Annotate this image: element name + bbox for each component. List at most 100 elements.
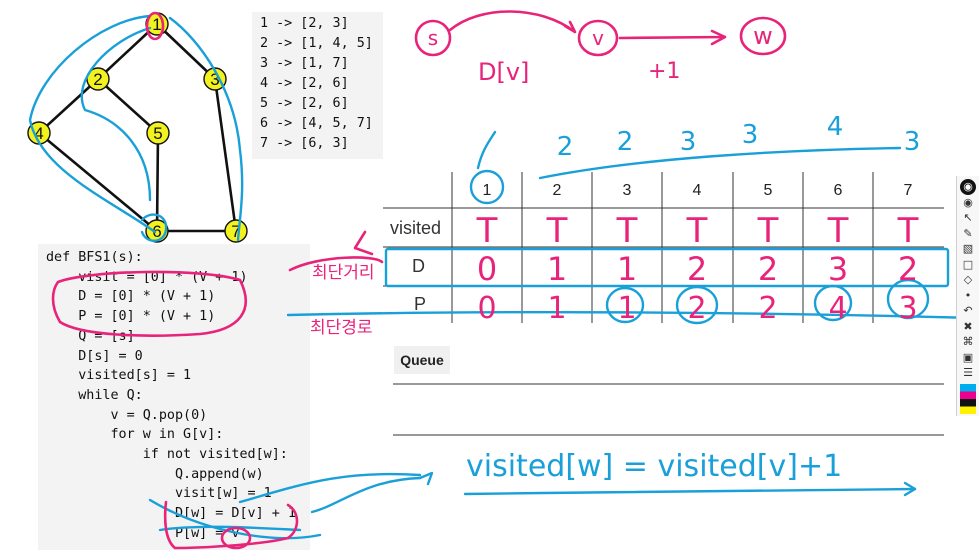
note-w: w	[753, 22, 773, 50]
note-parent: 2	[687, 291, 706, 326]
table-row-label: D	[412, 256, 425, 276]
adjacency-line: 7 -> [6, 3]	[260, 136, 349, 151]
graph-nodes: 1 2 3 4 5 6 7	[27, 12, 248, 243]
table-column-header: 5	[764, 182, 773, 199]
note-parent: 0	[477, 291, 496, 326]
note-dv: D[v]	[478, 58, 529, 86]
pink-annotations	[51, 10, 787, 550]
graph-node-label: 7	[231, 222, 240, 241]
note-depth: 3	[742, 120, 759, 150]
note-distance: 2	[898, 250, 918, 288]
note-parent: 3	[898, 291, 917, 326]
eraser-icon[interactable]: ◇	[963, 273, 973, 286]
note-depth: 3	[904, 127, 921, 157]
note-visited: T	[616, 211, 638, 251]
adjacency-list-panel: 1 -> [2, 3] 2 -> [1, 4, 5] 3 -> [1, 7] 4 ->…	[252, 12, 383, 159]
adjacency-line: 2 -> [1, 4, 5]	[260, 36, 373, 51]
code-line: def BFS1(s):	[46, 250, 143, 265]
adjacency-line: 4 -> [2, 6]	[260, 76, 349, 91]
stamp-icon[interactable]: ⌘	[962, 335, 974, 348]
adjacency-line: 6 -> [4, 5, 7]	[260, 116, 373, 131]
code-line: D[s] = 0	[46, 348, 143, 364]
adjacency-line: 3 -> [1, 7]	[260, 56, 349, 71]
graph-node-label: 4	[34, 124, 43, 143]
edge-2-4	[38, 78, 99, 134]
note-depth: 2	[557, 132, 574, 162]
note-depth: 3	[680, 127, 697, 157]
note-shortest-distance: 최단거리	[312, 263, 375, 283]
code-panel: def BFS1(s): visit = [0] * (V + 1) D = […	[38, 244, 310, 550]
table-column-header: 6	[834, 182, 843, 199]
code-line: P = [0] * (V + 1)	[46, 309, 216, 325]
logo-icon[interactable]: ◉	[960, 179, 976, 195]
graph-node-label: 2	[93, 70, 102, 89]
note-visited-formula: visited[w] = visited[v]+1	[466, 449, 842, 484]
queue-label: Queue	[394, 346, 450, 374]
note-visited: T	[827, 211, 849, 251]
edge-4-6	[38, 131, 158, 233]
blue-annotations	[28, 14, 977, 540]
adjacency-line: 1 -> [2, 3]	[260, 16, 349, 31]
undo-icon[interactable]: ↶	[963, 304, 973, 317]
pointer-icon[interactable]: ↖	[963, 211, 973, 224]
note-distance: 1	[547, 250, 567, 288]
table-column-header: 1	[483, 182, 492, 199]
note-visited: T	[546, 211, 568, 251]
table-column-header: 2	[553, 182, 562, 199]
graph-node-label: 6	[152, 222, 161, 241]
note-distance: 1	[617, 250, 637, 288]
code-line: for w in G[v]:	[46, 427, 224, 443]
table-row-label: P	[414, 294, 426, 314]
graph-node-circle	[203, 67, 227, 91]
color-palette[interactable]	[960, 384, 976, 414]
note-visited: T	[476, 211, 498, 251]
dot-icon[interactable]: •	[964, 288, 972, 302]
pen-icon[interactable]: ✎	[963, 226, 973, 240]
col1-highlight-circle	[469, 169, 505, 205]
menu-icon[interactable]: ☰	[963, 366, 973, 379]
note-visited: T	[686, 211, 708, 251]
code-line: Q.append(w)	[46, 466, 264, 482]
table-row-label: visited	[390, 218, 441, 238]
edge-3-7	[213, 78, 238, 232]
note-parent: 1	[617, 291, 636, 326]
code-line: v = Q.pop(0)	[46, 407, 208, 423]
graph-node-label: 5	[153, 124, 162, 143]
code-line: visit = [0] * (V + 1)	[46, 269, 248, 285]
note-distance: 2	[687, 250, 707, 288]
code-line: D = [0] * (V + 1)	[46, 289, 216, 305]
note-parent: 1	[547, 291, 566, 326]
highlighter-icon[interactable]: ▧	[962, 242, 974, 255]
table-column-header: 4	[693, 182, 702, 199]
table-column-header: 3	[623, 182, 632, 199]
edge-2-5	[97, 78, 159, 134]
note-visited: T	[757, 211, 779, 251]
shape-icon[interactable]: □	[962, 257, 974, 271]
code-line: Q = [s]	[46, 328, 135, 344]
adjacency-line: 5 -> [2, 6]	[260, 96, 349, 111]
note-parent: 4	[828, 291, 847, 326]
note-plus-one: +1	[648, 59, 680, 84]
graph-node-circle	[146, 121, 170, 145]
note-visited: T	[897, 211, 919, 251]
edge-1-3	[156, 23, 216, 80]
note-distance: 0	[477, 250, 497, 288]
eye-icon[interactable]: ◉	[963, 195, 973, 209]
note-v: v	[592, 26, 604, 50]
code-line: if not visited[w]:	[46, 447, 288, 462]
graph-node-label: 3	[210, 70, 219, 89]
delete-icon[interactable]: ✖	[963, 319, 973, 333]
camera-icon[interactable]: ▣	[962, 350, 974, 364]
note-depth: 4	[827, 112, 844, 142]
note-shortest-path: 최단경로	[310, 318, 373, 338]
d-row-highlight	[384, 247, 950, 288]
note-depth: 2	[617, 127, 634, 157]
code-line: visited[s] = 1	[46, 368, 192, 384]
note-parent: 2	[758, 291, 777, 326]
note-distance: 2	[758, 250, 778, 288]
graph-node-label: 1	[152, 15, 161, 34]
